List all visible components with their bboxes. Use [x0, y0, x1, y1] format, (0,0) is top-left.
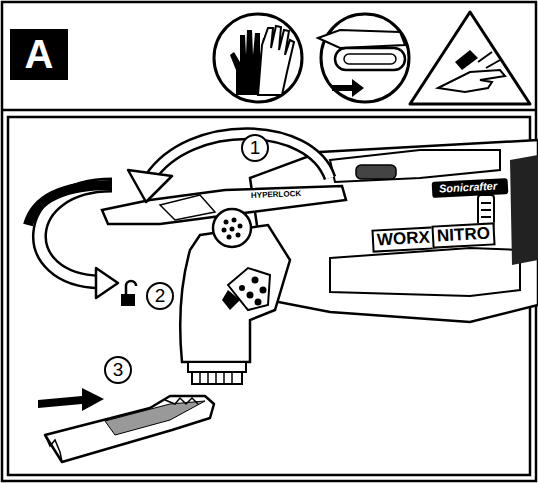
callout-circle: 2 [146, 282, 174, 310]
callout-number: 2 [155, 285, 166, 307]
callout-circle: 1 [241, 134, 269, 162]
lever-marking: HYPERLOCK [250, 190, 303, 201]
callout-circle: 3 [104, 356, 132, 384]
brand-logo: WORX [371, 226, 435, 252]
brand-logo: NITRO [431, 222, 495, 248]
panel-letter-box: A [10, 29, 68, 80]
callout-number: 1 [250, 137, 261, 159]
callout-number: 3 [113, 359, 124, 381]
panel-letter: A [25, 32, 54, 77]
